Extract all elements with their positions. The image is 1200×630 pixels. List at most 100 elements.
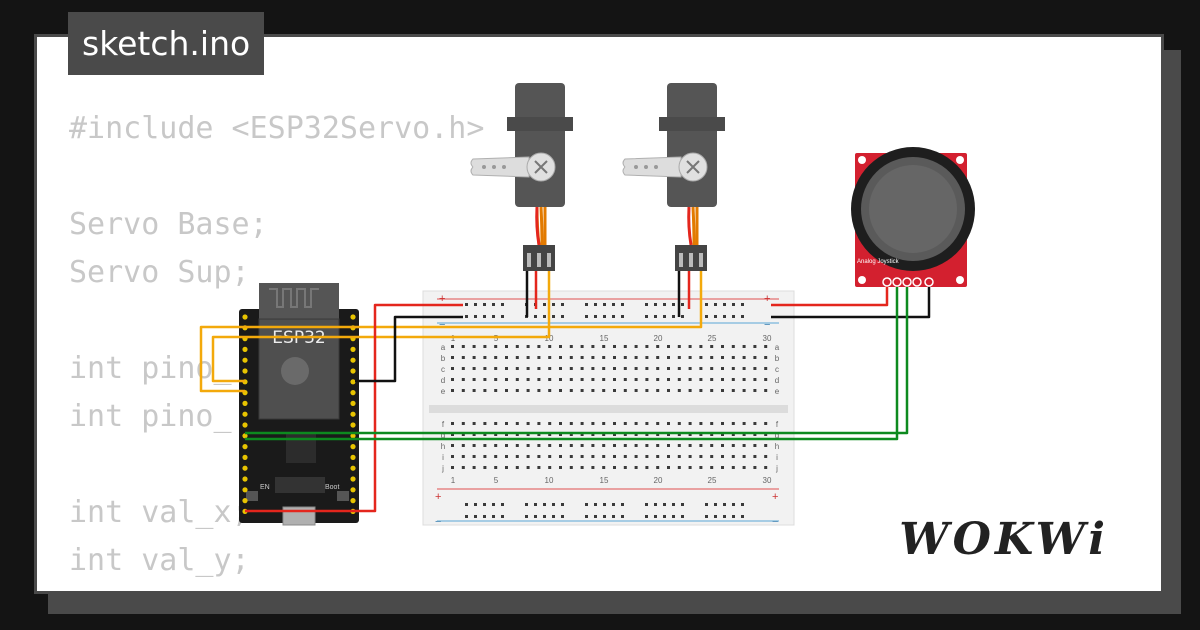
breadboard-hole [663,503,666,506]
breadboard-hole [505,345,508,348]
breadboard-hole [585,503,588,506]
esp32-pin [350,390,356,396]
breadboard-hole [731,466,735,469]
breadboard-hole [548,422,552,425]
breadboard-hole [742,356,746,359]
breadboard-hole [623,367,627,370]
breadboard-hole [681,315,684,318]
breadboard-hole [645,367,649,370]
breadboard-hole [656,444,660,447]
esp32-pin [350,357,356,363]
breadboard-hole [710,455,714,458]
wokwi-logo: WOKWi [899,514,1109,565]
breadboard-hole [451,367,454,370]
breadboard-hole [561,315,564,318]
breadboard-hole [645,356,649,359]
breadboard-hole [505,466,508,469]
breadboard-hole [472,444,476,447]
breadboard-hole [723,315,726,318]
breadboard-hole [731,389,735,392]
breadboard-hole [721,433,724,436]
breadboard-hole [764,422,768,425]
breadboard-hole [472,455,476,458]
breadboard-hole [612,303,615,306]
code-line: Servo Base; [69,207,268,242]
esp32-pin [350,498,356,504]
breadboard-hole [548,433,552,436]
breadboard-hole [483,356,487,359]
breadboard-hole [505,455,508,458]
breadboard-hole [677,466,681,469]
servo-sup[interactable] [622,83,725,271]
breadboard-hole [591,367,595,370]
breadboard-hole [634,345,638,348]
breadboard-hole [580,466,584,469]
breadboard-hole [764,378,768,381]
wire-red-joystick [771,287,889,307]
breadboard-hole [741,503,744,506]
wire-red-power [245,303,463,513]
breadboard-hole [699,433,703,436]
breadboard-hole [645,466,649,469]
breadboard-hole [602,356,606,359]
esp32-pin [350,400,356,406]
breadboard-hole [753,356,757,359]
esp32-pin [350,346,356,352]
breadboard-hole [731,367,735,370]
breadboard-hole [501,515,504,518]
breadboard-hole [505,422,508,425]
breadboard-hole [548,466,552,469]
breadboard-hole [505,389,508,392]
esp32-board[interactable]: ESP32 EN Boot [239,283,359,526]
breadboard-row-letter: i [442,453,444,462]
breadboard-hole [623,422,627,425]
breadboard[interactable]: + + − − + + − − 1 5 10 15 20 25 30 1 5 1… [422,290,795,528]
breadboard-hole [741,303,744,306]
breadboard-hole [483,345,487,348]
breadboard-hole [591,389,595,392]
breadboard-hole [580,356,584,359]
breadboard-hole [591,466,595,469]
breadboard-hole [559,389,562,392]
breadboard-hole [494,367,498,370]
breadboard-hole [681,503,684,506]
breadboard-hole [461,455,465,458]
esp32-pin [350,314,356,320]
breadboard-hole [742,422,746,425]
breadboard-hole [677,389,681,392]
breadboard-hole [731,356,735,359]
breadboard-hole [515,367,519,370]
esp32-pin [350,379,356,385]
breadboard-hole [465,503,468,506]
breadboard-hole [537,378,541,381]
breadboard-hole [731,422,735,425]
breadboard-hole [537,389,541,392]
analog-joystick[interactable]: Analog Joystick [851,147,975,287]
breadboard-hole [472,433,476,436]
breadboard-hole [654,515,657,518]
servo-base[interactable] [470,83,573,271]
breadboard-hole [672,315,675,318]
breadboard-hole [505,433,508,436]
breadboard-hole [621,515,624,518]
breadboard-col-number: 30 [763,334,772,343]
breadboard-row-letter: g [441,431,445,440]
breadboard-hole [602,466,606,469]
breadboard-hole [569,367,573,370]
breadboard-col-number: 1 [451,476,456,485]
breadboard-hole [677,345,681,348]
breadboard-hole [677,433,681,436]
breadboard-hole [634,433,638,436]
breadboard-hole [526,466,530,469]
breadboard-row-letter: e [441,387,446,396]
breadboard-hole [569,378,573,381]
breadboard-hole [465,515,468,518]
wire-yellow-servo-base [211,271,551,383]
file-tab[interactable]: sketch.ino [68,12,265,75]
breadboard-hole [753,422,757,425]
breadboard-row-letter: h [441,442,445,451]
breadboard-hole [505,444,508,447]
breadboard-hole [559,422,562,425]
breadboard-hole [710,367,714,370]
breadboard-hole [501,503,504,506]
